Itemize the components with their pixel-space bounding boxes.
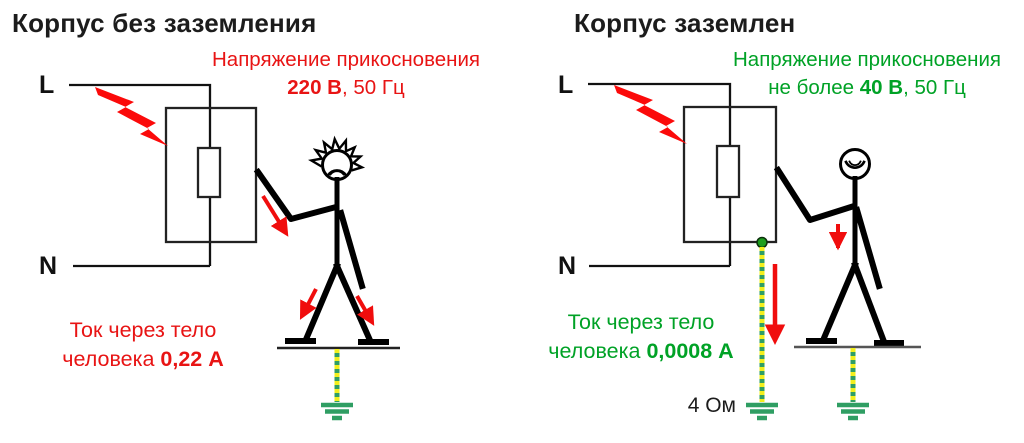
left-body-current-value: 0,22 А [160,347,224,371]
right-ground [794,345,921,421]
right-body-current-line2: человека 0,0008 А [514,337,768,366]
smile-mouth-icon [844,160,866,169]
shock-spikes-icon [308,135,366,172]
right-touch-voltage-value-line: не более 40 В, 50 Гц [702,74,1024,102]
internal-resistance [715,144,741,199]
left-leg-current-arrow [299,288,318,320]
phase-wire [69,83,212,266]
left-leg [820,261,859,342]
internal-resistance [196,146,222,199]
touching-arm [773,165,858,223]
right-panel-title: Корпус заземлен [574,8,796,38]
left-touch-voltage-value: 220 В [287,76,342,99]
left-ground [277,346,400,421]
right-body-current-value: 0,0008 А [646,339,734,363]
right-touch-voltage-heading: Напряжение прикосновения [732,48,1002,71]
left-current-arrows [261,194,375,326]
right-leg-current-arrow [355,295,375,326]
fault-lightning-icon [95,87,168,146]
right-phase-label: L [558,71,574,99]
hanging-arm [337,209,366,290]
left-panel-title: Корпус без заземления [12,8,317,38]
left-body-current: Ток через тело человека 0,22 А [30,316,256,374]
right-touch-voltage: Напряжение прикосновения не более 40 В, … [702,46,1024,102]
right-body-current: Ток через тело человека 0,0008 А [514,308,768,366]
left-body-current-line1: Ток через тело [69,318,217,342]
head [839,148,871,180]
left-touch-voltage-suffix: , 50 Гц [341,76,405,99]
arm-current-arrow [261,194,289,237]
left-touch-voltage-value-line: 220 В, 50 Гц [178,74,514,102]
hanging-arm [853,206,883,290]
smile-mouth-inner [848,160,862,166]
right-body-current-prefix: человека [548,339,647,363]
connection-node [756,236,768,249]
left-phase-label: L [39,71,55,99]
shocked-person-figure [253,135,389,345]
case-grounding [746,247,786,421]
phase-wire [588,82,732,266]
touching-arm [253,167,340,222]
ground-resistance-label: 4 Ом [687,394,736,417]
appliance-case [164,106,258,244]
right-touch-voltage-suffix: , 50 Гц [903,76,966,99]
frown-mouth-inner [329,170,345,176]
ground-electrode-icon [837,402,869,421]
left-neutral-label: N [39,252,58,280]
right-body-current-line1: Ток через тело [567,310,715,334]
fault-lightning-icon [614,85,687,144]
left-body-current-line2: человека 0,22 А [30,345,256,374]
left-leg [303,262,341,341]
left-circuit [69,83,258,268]
ground-electrode-icon [746,402,778,421]
right-touch-voltage-value: 40 В [859,76,904,99]
right-touch-voltage-prefix: не более [768,76,860,99]
right-leg [333,262,373,342]
left-touch-voltage-heading: Напряжение прикосновения [211,48,481,71]
right-neutral-label: N [558,252,577,280]
ground-electrode-icon [321,402,353,421]
left-body-current-prefix: человека [62,347,161,371]
happy-person-figure [773,148,904,346]
right-leg [851,261,887,343]
left-touch-voltage: Напряжение прикосновения 220 В, 50 Гц [178,46,514,102]
appliance-case [682,105,778,244]
right-circuit [588,82,778,268]
